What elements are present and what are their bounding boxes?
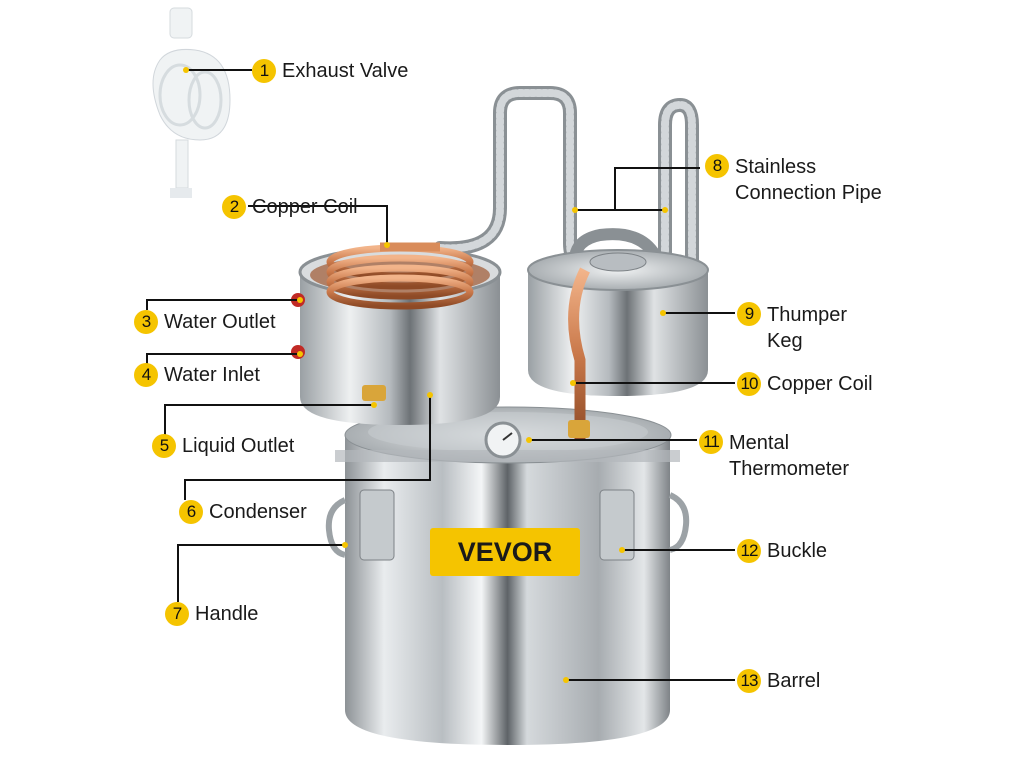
part-label: Mental Thermometer [729, 430, 879, 482]
callout-buckle: 12 Buckle [737, 538, 827, 564]
part-label: Stainless Connection Pipe [735, 154, 885, 206]
callout-mental-thermometer: 11 Mental Thermometer [699, 430, 879, 482]
number-badge: 8 [705, 154, 729, 178]
vevor-logo: VEVOR [430, 528, 580, 576]
callout-exhaust-valve: 1 Exhaust Valve [252, 58, 408, 84]
svg-text:VEVOR: VEVOR [458, 537, 553, 567]
part-label: Barrel [767, 668, 820, 694]
number-badge: 10 [737, 372, 761, 396]
number-badge: 11 [699, 430, 723, 454]
number-badge: 12 [737, 539, 761, 563]
number-badge: 4 [134, 363, 158, 387]
callout-handle: 7 Handle [165, 601, 258, 627]
number-badge: 7 [165, 602, 189, 626]
part-label: Exhaust Valve [282, 58, 408, 84]
callout-water-outlet: 3 Water Outlet [134, 309, 276, 335]
callout-water-inlet: 4 Water Inlet [134, 362, 260, 388]
exhaust-valve [153, 8, 230, 198]
number-badge: 1 [252, 59, 276, 83]
number-badge: 13 [737, 669, 761, 693]
callout-condenser: 6 Condenser [179, 499, 307, 525]
part-label: Handle [195, 601, 258, 627]
number-badge: 5 [152, 434, 176, 458]
number-badge: 6 [179, 500, 203, 524]
part-label: Buckle [767, 538, 827, 564]
number-badge: 9 [737, 302, 761, 326]
part-label: Condenser [209, 499, 307, 525]
condenser [291, 247, 500, 425]
part-label: Copper Coil [767, 371, 873, 397]
part-label: Copper Coil [252, 194, 358, 220]
callout-stainless-connection-pipe: 8 Stainless Connection Pipe [705, 154, 885, 206]
callout-thumper-keg: 9 Thumper Keg [737, 302, 867, 354]
number-badge: 3 [134, 310, 158, 334]
part-label: Liquid Outlet [182, 433, 294, 459]
callout-barrel: 13 Barrel [737, 668, 820, 694]
number-badge: 2 [222, 195, 246, 219]
callout-liquid-outlet: 5 Liquid Outlet [152, 433, 294, 459]
callout-copper-coil-10: 10 Copper Coil [737, 371, 873, 397]
callout-copper-coil: 2 Copper Coil [222, 194, 358, 220]
part-label: Water Inlet [164, 362, 260, 388]
part-label: Thumper Keg [767, 302, 867, 354]
part-label: Water Outlet [164, 309, 276, 335]
